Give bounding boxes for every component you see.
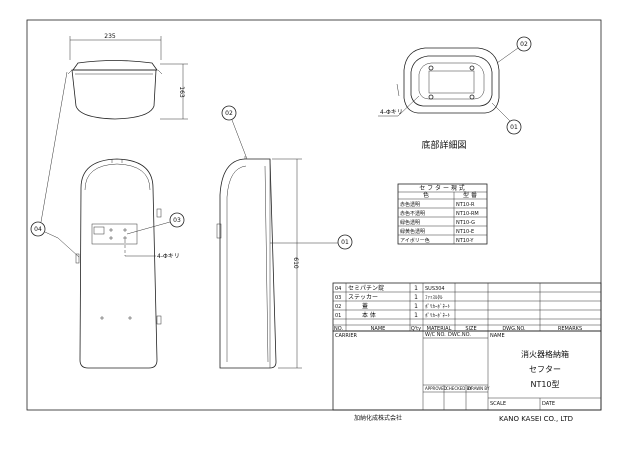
color-row-2-name: 赤色不透明	[400, 210, 425, 217]
part-row-4-no: 01	[335, 313, 341, 319]
bottom-detail-view: 02 01 4-Φキリ 底部詳細図	[378, 36, 532, 151]
parts-header-material: MATERIAL	[427, 326, 452, 332]
part-row-3-name: 蓋	[362, 302, 368, 310]
dim-height-163: 163	[178, 86, 185, 98]
parts-list: 04 セミパチン錠 1 SUS304 03 ステッカー 1 ﾌｧｯｽﾙﾀﾙ 02…	[332, 282, 602, 332]
carrier-label: CARRIER	[335, 333, 357, 339]
color-row-5-model: NT10-Y	[456, 238, 474, 244]
title-block: CARRIER W/C NO. DWC.NO. NAME APPROVED CH…	[332, 330, 602, 411]
part-row-4-name: 本 体	[362, 311, 376, 319]
parts-header-qty: Q'ty	[411, 326, 421, 332]
front-view: 04 03 4-Φキリ	[30, 71, 185, 369]
product-model: NT10型	[530, 380, 559, 389]
dim-width-235: 235	[104, 33, 116, 40]
dim-total-610: 610	[292, 257, 299, 269]
scale-label: SCALE	[490, 401, 506, 407]
part-row-2-name: ステッカー	[348, 294, 378, 301]
bottom-screw-note: 4-Φキリ	[380, 109, 403, 116]
balloon-03: 03	[173, 217, 181, 224]
front-screw-note: 4-Φキリ	[157, 253, 180, 260]
color-table-header-color: 色	[423, 191, 429, 199]
parts-header-size: SIZE	[465, 326, 476, 332]
part-row-1-material: SUS304	[425, 286, 445, 292]
drawn-label: DRAWN BY	[468, 386, 490, 391]
color-row-3-name: 緑色透明	[400, 219, 420, 226]
balloon-04: 04	[34, 226, 42, 233]
part-row-4-material: ﾎﾟﾘｶｰﾎﾞﾈｰﾄ	[425, 312, 451, 319]
balloon-01-bottom: 01	[510, 124, 518, 131]
part-row-4-qty: 1	[414, 312, 418, 319]
bottom-view-title: 底部詳細図	[421, 139, 466, 151]
color-table-title: セ フ タ ー 現 式	[419, 184, 465, 192]
drawing-border	[26, 19, 602, 411]
parts-header-name: NAME	[371, 326, 386, 332]
color-row-4-model: NT10-E	[456, 229, 474, 235]
side-view: 02 01 610	[216, 105, 353, 369]
part-row-2-no: 03	[335, 295, 341, 301]
part-row-2-qty: 1	[414, 294, 418, 301]
product-series: セフター	[529, 365, 561, 374]
wo-label: W/C NO.	[425, 332, 446, 338]
company-en: KANO KASEI CO., LTD	[499, 415, 573, 423]
color-table: セ フ タ ー 現 式 色 型 番 赤色透明 NT10-R 赤色不透明 NT10…	[397, 183, 488, 245]
checked-label: CHECKED BY	[446, 386, 472, 391]
part-row-1-name: セミパチン錠	[348, 284, 384, 292]
part-row-2-material: ﾌｧｯｽﾙﾀﾙ	[425, 295, 443, 301]
part-row-1-qty: 1	[414, 285, 418, 292]
part-row-1-no: 04	[335, 286, 341, 292]
balloon-01-side: 01	[341, 239, 349, 246]
product-name: 消火器格納箱	[521, 349, 569, 359]
color-row-4-name: 緑黄色透明	[400, 228, 425, 235]
name-label: NAME	[490, 333, 505, 339]
part-row-3-material: ﾎﾟﾘｶｰﾎﾞﾈｰﾄ	[425, 303, 451, 310]
top-view: 235 163	[67, 33, 188, 120]
color-row-3-model: NT10-G	[456, 220, 475, 226]
color-table-header-model: 型 番	[463, 191, 477, 199]
balloon-02-bottom: 02	[520, 41, 528, 48]
dwc-label: DWC.NO.	[448, 332, 471, 338]
color-row-5-name: アイボリー色	[400, 237, 430, 244]
approved-label: APPROVED	[425, 386, 447, 391]
color-row-1-name: 赤色透明	[400, 201, 420, 208]
part-row-3-no: 02	[335, 304, 341, 310]
parts-header-remarks: REMARKS	[558, 326, 582, 332]
part-row-3-qty: 1	[414, 303, 418, 310]
parts-header-no: NO.	[334, 326, 343, 332]
parts-header-dwg: DWG.NO.	[502, 326, 526, 332]
color-row-1-model: NT10-R	[456, 202, 475, 208]
company-jp: 加納化成株式会社	[354, 414, 402, 422]
balloon-02-side: 02	[225, 110, 233, 117]
date-label: DATE	[542, 401, 555, 407]
color-row-2-model: NT10-RM	[456, 211, 479, 217]
